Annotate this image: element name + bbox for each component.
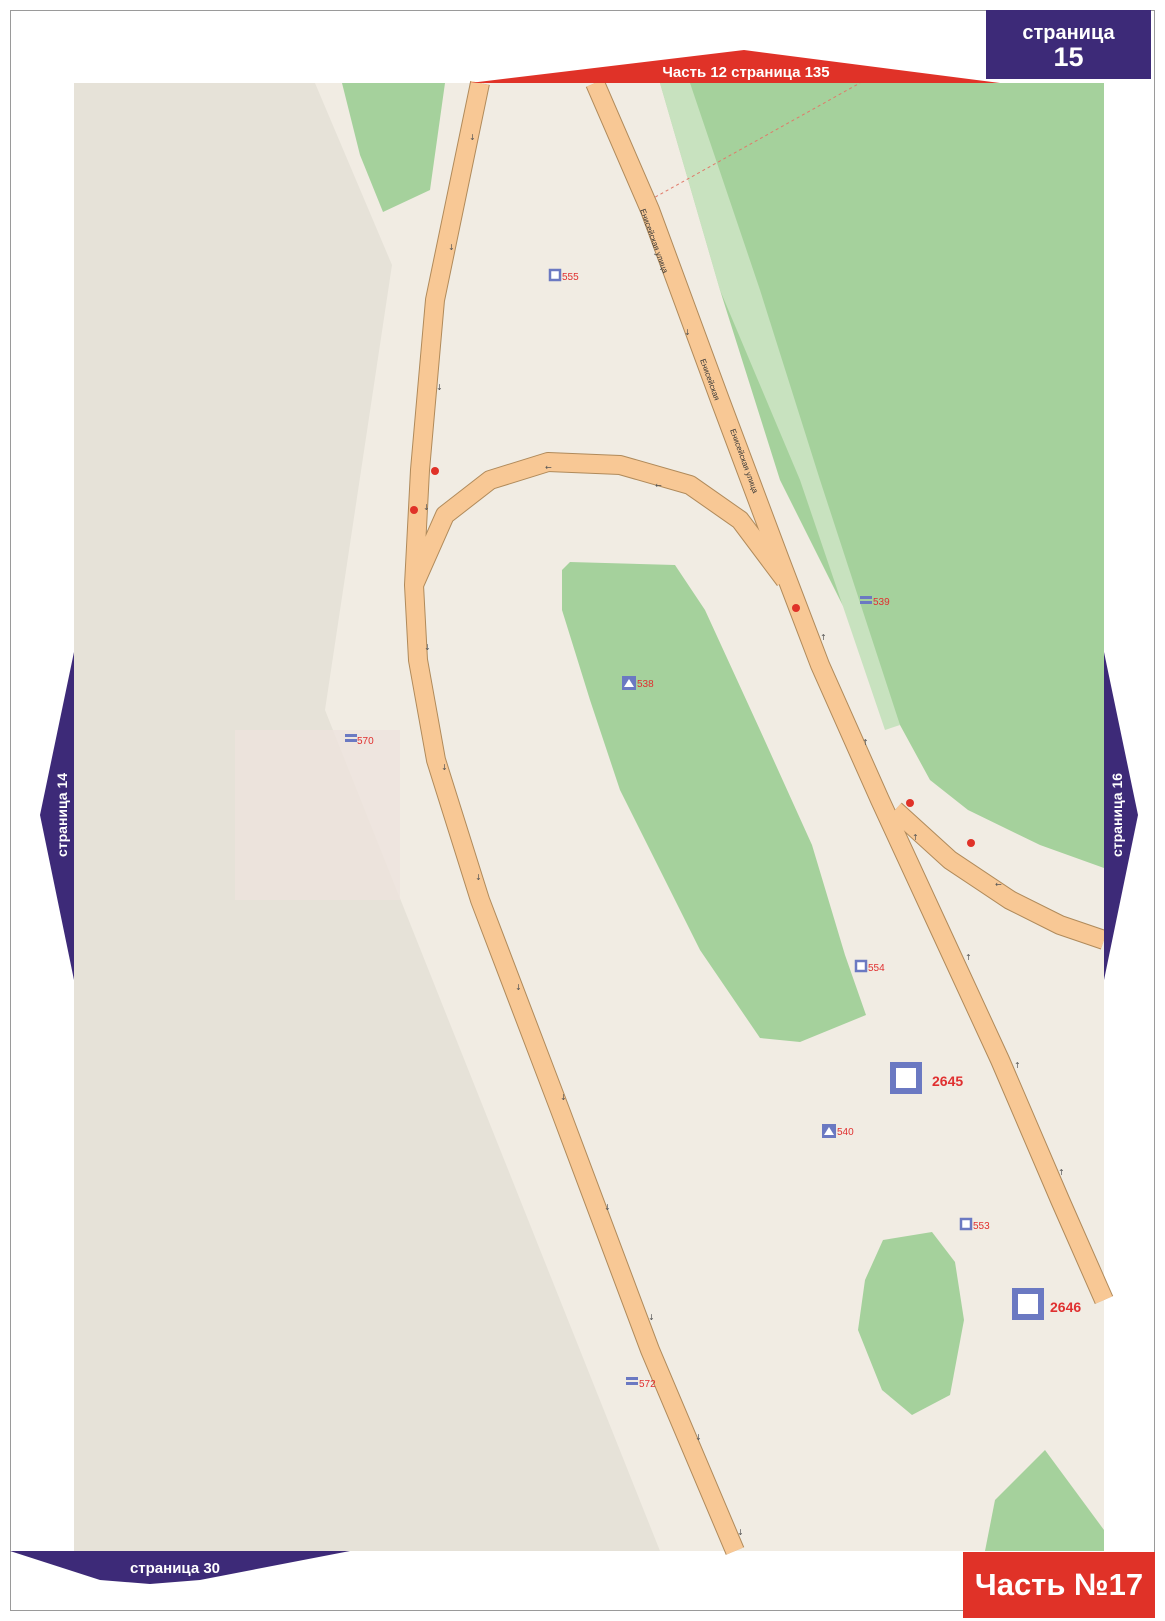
forest-area-corner: [985, 1450, 1104, 1551]
svg-text:↓: ↓: [475, 873, 482, 882]
marker-2645[interactable]: 2645: [890, 1062, 963, 1094]
forest-area-middle: [562, 562, 866, 1042]
svg-text:↓: ↓: [695, 1433, 702, 1442]
right-page-link[interactable]: страница 16: [1104, 652, 1138, 980]
marker-538[interactable]: 538: [622, 676, 654, 690]
svg-text:572: 572: [639, 1379, 656, 1390]
svg-text:↓: ↓: [424, 643, 431, 652]
svg-text:↓: ↓: [448, 243, 455, 252]
svg-text:554: 554: [868, 963, 885, 974]
marker-570[interactable]: 570: [345, 734, 374, 747]
svg-text:↓: ↓: [441, 763, 448, 772]
svg-text:↑: ↑: [912, 833, 919, 842]
page-badge-label: страница: [1022, 22, 1115, 44]
svg-text:страница 30: страница 30: [130, 1560, 220, 1577]
svg-text:страница 16: страница 16: [1109, 773, 1125, 857]
marker-553[interactable]: 553: [959, 1217, 990, 1232]
svg-text:539: 539: [873, 597, 890, 608]
svg-text:←: ←: [545, 463, 552, 472]
direction-arrow-icons: ↓ ↓ ↓ ↓ ↓ ↓ ↓ ↓ ↓ ↓ ↓ ↓ ↓ ↓ ↑ ↑ ↑ ↑ ↑ ↑ ← ← ←: [423, 133, 1065, 1537]
svg-text:↓: ↓: [684, 328, 691, 337]
svg-text:555: 555: [562, 272, 579, 283]
svg-text:540: 540: [837, 1127, 854, 1138]
svg-text:↓: ↓: [560, 1093, 567, 1102]
svg-text:Часть 12 страница 135: Часть 12 страница 135: [662, 64, 829, 81]
left-page-link[interactable]: страница 14: [40, 652, 74, 980]
svg-text:↓: ↓: [423, 503, 430, 512]
svg-text:570: 570: [357, 736, 374, 747]
marker-572[interactable]: 572: [626, 1377, 656, 1390]
marker-2646[interactable]: 2646: [1012, 1288, 1081, 1320]
forest-area-top-right: [660, 83, 1104, 868]
svg-text:↓: ↓: [604, 1203, 611, 1212]
marker-539[interactable]: 539: [860, 596, 890, 608]
svg-text:↓: ↓: [515, 983, 522, 992]
svg-text:↓: ↓: [436, 383, 443, 392]
power-line: [649, 82, 861, 201]
page-badge-number: 15: [1053, 42, 1084, 72]
svg-text:←: ←: [995, 880, 1002, 889]
svg-text:↑: ↑: [1058, 1168, 1065, 1177]
top-page-link[interactable]: Часть 12 страница 135: [470, 50, 1000, 83]
road-network: [404, 79, 1114, 1555]
svg-text:↑: ↑: [1014, 1061, 1021, 1070]
svg-text:2646: 2646: [1050, 1299, 1081, 1315]
svg-text:↓: ↓: [737, 1528, 744, 1537]
svg-text:553: 553: [973, 1221, 990, 1232]
svg-text:↑: ↑: [820, 633, 827, 642]
marker-555[interactable]: 555: [548, 268, 579, 283]
pale-patch: [235, 730, 400, 900]
marker-554[interactable]: 554: [854, 959, 885, 974]
part-number-badge: Часть №17: [963, 1552, 1155, 1618]
svg-text:2645: 2645: [932, 1073, 963, 1089]
forest-edge-light: [660, 83, 900, 730]
page-frame: [10, 10, 1155, 1611]
svg-text:↑: ↑: [965, 953, 972, 962]
bottom-page-link[interactable]: страница 30: [10, 1551, 350, 1584]
svg-text:↓: ↓: [469, 133, 476, 142]
svg-text:538: 538: [637, 679, 654, 690]
forest-area-top-left: [342, 83, 445, 212]
marker-540[interactable]: 540: [822, 1124, 854, 1138]
forest-area-bottom: [858, 1232, 964, 1415]
page-number-badge: страница 15: [986, 10, 1151, 79]
svg-text:страница 14: страница 14: [54, 773, 70, 857]
svg-text:↓: ↓: [648, 1313, 655, 1322]
svg-text:←: ←: [655, 481, 662, 490]
svg-text:↑: ↑: [862, 738, 869, 747]
red-point-markers: [410, 467, 975, 847]
